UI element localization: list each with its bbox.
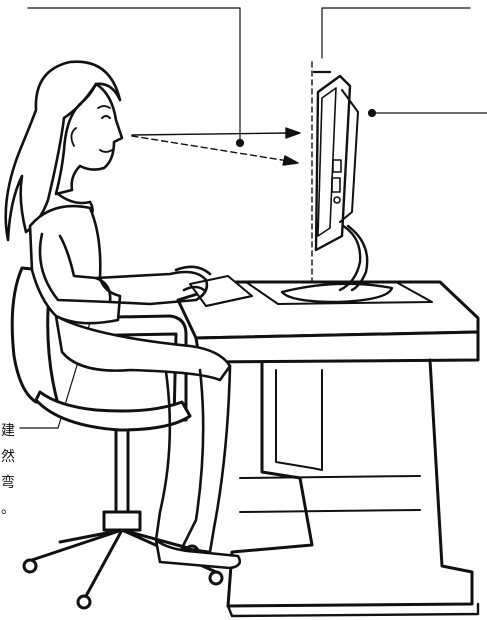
chair-caster-3 (210, 572, 222, 584)
person-lower-leg (182, 366, 230, 552)
caption-char-1: 建 (0, 418, 16, 444)
person-ear (71, 128, 76, 146)
desk-leg-inner (276, 370, 322, 470)
sight-arrowhead-lower (283, 156, 298, 165)
person-lower-leg-back (156, 372, 170, 540)
monitor (282, 76, 392, 302)
sight-line-dashed (132, 136, 288, 161)
sight-lines (132, 62, 330, 290)
chair-column (116, 430, 128, 512)
chair-caster-2 (78, 596, 90, 608)
caption-char-4: 。 (0, 496, 16, 522)
callout-dot-monitor (369, 110, 376, 117)
chair-caster-1 (24, 560, 36, 572)
desk-leg (228, 360, 472, 606)
chair-gas-lift (104, 512, 140, 530)
person-mouth (100, 150, 112, 152)
caption-text-fragments: 建 然 弯 。 (0, 418, 16, 522)
caption-char-3: 弯 (0, 470, 16, 496)
caption-char-2: 然 (0, 444, 16, 470)
sight-arrowhead-upper (286, 128, 300, 138)
sight-line-solid (132, 133, 290, 135)
desk-crossbar (240, 476, 420, 512)
monitor-stand-neck (340, 224, 367, 290)
person-eye (102, 116, 110, 118)
desk-front-edge (196, 332, 478, 362)
callout-dot-eye-level (237, 140, 244, 147)
person-eyebrow (98, 106, 110, 108)
